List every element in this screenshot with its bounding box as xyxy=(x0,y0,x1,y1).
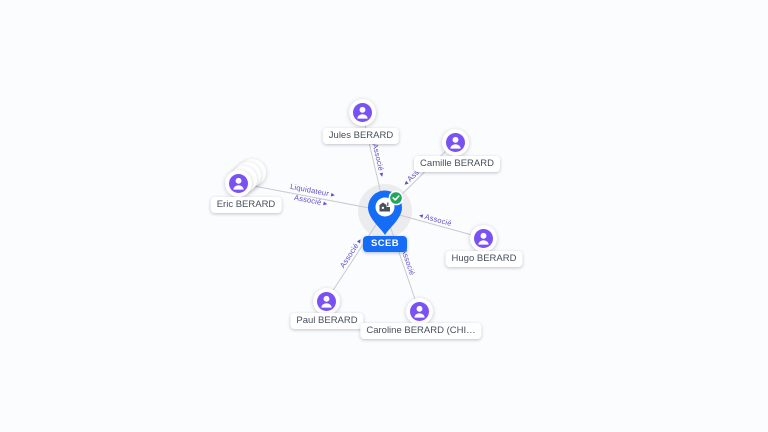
verified-check-icon xyxy=(388,190,404,206)
edge-label-group: Liquidateur ▸Associé ▸ xyxy=(289,182,335,208)
person-icon xyxy=(316,291,336,311)
relationship-edge xyxy=(325,210,386,302)
relationship-edge xyxy=(237,182,386,212)
edge-label-group: Associé ▸ xyxy=(338,236,364,269)
person-label-camille[interactable]: Camille BERARD xyxy=(414,156,500,172)
person-icon xyxy=(352,102,372,122)
person-label-hugo[interactable]: Hugo BERARD xyxy=(445,251,523,267)
person-icon xyxy=(228,173,248,193)
building-icon xyxy=(379,202,390,212)
map-pin-icon xyxy=(368,190,404,235)
company-label-sceb[interactable]: SCEB xyxy=(363,236,407,252)
person-label-paul[interactable]: Paul BERARD xyxy=(290,313,364,329)
person-label-eric[interactable]: Eric BERARD xyxy=(210,197,282,213)
person-icon xyxy=(445,132,465,152)
person-icon xyxy=(409,301,429,321)
person-icon xyxy=(473,228,493,248)
person-label-jules[interactable]: Jules BERARD xyxy=(322,128,400,144)
person-label-caroline[interactable]: Caroline BERARD (CHI… xyxy=(360,323,482,339)
relationship-edge xyxy=(384,210,484,239)
edge-label: Associé ▸ xyxy=(338,236,364,269)
